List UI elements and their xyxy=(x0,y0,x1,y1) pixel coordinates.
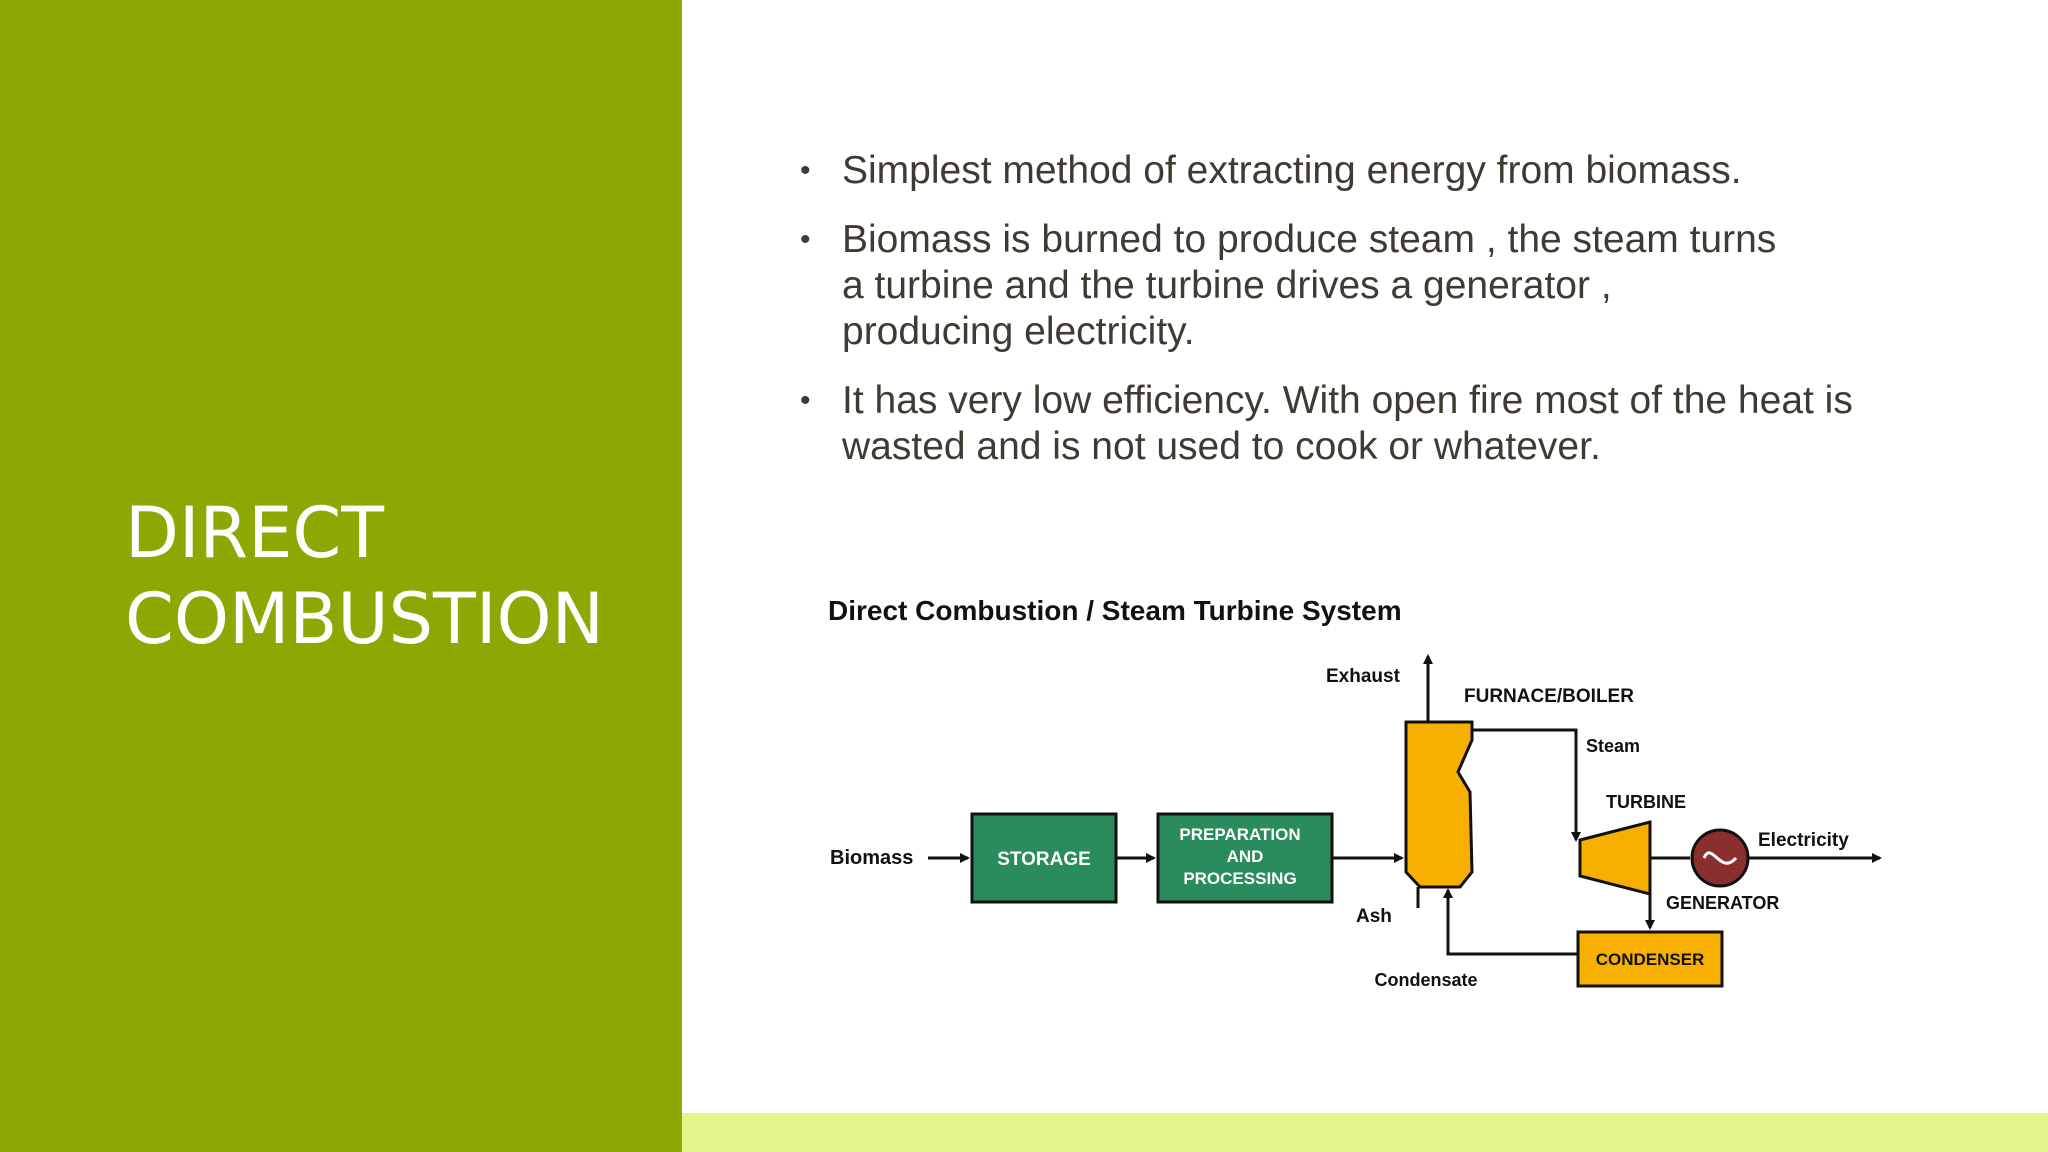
preparation-label-line-1: PREPARATION xyxy=(1179,825,1300,844)
bullet-item: • It has very low efficiency. With open … xyxy=(800,378,2000,470)
steam-line xyxy=(1472,728,1581,842)
turbine-label: TURBINE xyxy=(1606,792,1686,812)
bullet-text: Simplest method of extracting energy fro… xyxy=(842,149,1742,192)
preparation-label-line-3: PROCESSING xyxy=(1183,869,1296,888)
slide-title: DIRECT COMBUSTION xyxy=(125,490,604,662)
turbine-shape xyxy=(1578,820,1652,896)
slide-title-line-2: COMBUSTION xyxy=(125,578,604,660)
electricity-label: Electricity xyxy=(1758,830,1849,851)
condensate-return-line xyxy=(1443,888,1578,956)
generator-label: GENERATOR xyxy=(1666,893,1779,913)
bullet-text: It has very low efficiency. With open fi… xyxy=(842,379,1853,422)
bullet-text: producing electricity. xyxy=(842,310,1195,353)
preparation-label-line-2: AND xyxy=(1227,847,1264,866)
exhaust-label: Exhaust xyxy=(1326,666,1401,687)
storage-box xyxy=(970,812,1118,904)
condenser-label: CONDENSER xyxy=(1596,950,1705,969)
bullet-list: • Simplest method of extracting energy f… xyxy=(800,148,2000,493)
diagram-svg: Direct Combustion / Steam Turbine System… xyxy=(828,595,1882,990)
furnace-boiler-shape xyxy=(1404,720,1474,889)
slide-title-line-1: DIRECT xyxy=(125,492,385,574)
combustion-diagram: Direct Combustion / Steam Turbine System… xyxy=(820,582,1890,1002)
generator-sine-icon xyxy=(1702,851,1738,865)
diagram-title: Direct Combustion / Steam Turbine System xyxy=(828,595,1402,626)
bullet-item: • Biomass is burned to produce steam , t… xyxy=(800,217,2000,355)
ash-label: Ash xyxy=(1356,906,1392,927)
furnace-boiler-label: FURNACE/BOILER xyxy=(1464,686,1634,707)
condenser-box xyxy=(1576,930,1724,988)
bullet-item: • Simplest method of extracting energy f… xyxy=(800,148,2000,194)
preparation-box xyxy=(1156,812,1334,904)
condensate-label: Condensate xyxy=(1374,970,1477,990)
storage-label: STORAGE xyxy=(997,849,1091,870)
bullet-dot-icon: • xyxy=(800,384,811,417)
bullet-text: wasted and is not used to cook or whatev… xyxy=(842,425,1601,468)
bullet-text: a turbine and the turbine drives a gener… xyxy=(842,264,1612,307)
title-panel xyxy=(0,0,682,1152)
bottom-accent-bar xyxy=(682,1113,2048,1152)
bullet-text: Biomass is burned to produce steam , the… xyxy=(842,218,1777,261)
bullet-dot-icon: • xyxy=(800,154,811,187)
steam-label: Steam xyxy=(1586,736,1640,756)
biomass-label: Biomass xyxy=(830,847,913,869)
generator-icon xyxy=(1690,828,1750,888)
bullet-dot-icon: • xyxy=(800,223,811,256)
